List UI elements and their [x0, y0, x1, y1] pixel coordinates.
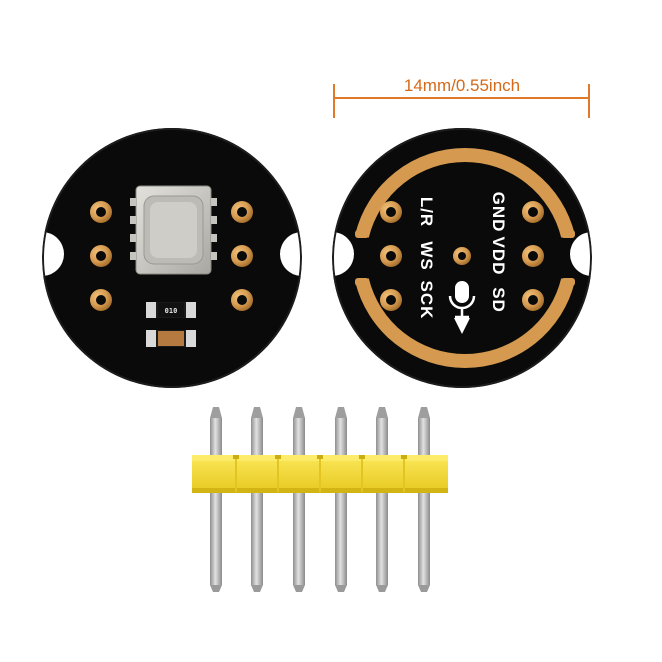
dimension-label: 14mm/0.55inch: [404, 76, 520, 95]
smd-capacitor: [146, 330, 196, 347]
pin-label-vdd: VDD: [489, 237, 508, 276]
resistor-code: 010: [165, 307, 178, 315]
pin-header: [192, 407, 448, 592]
header-pin: [210, 407, 222, 592]
header-pins: [210, 407, 430, 592]
pin-labels-left: L/R WS SCK: [417, 197, 436, 320]
dimension-marker: 14mm/0.55inch: [333, 76, 590, 118]
pin-label-sck: SCK: [417, 281, 436, 320]
microphone-icon: [448, 281, 476, 334]
header-pin: [251, 407, 263, 592]
header-pin: [335, 407, 347, 592]
pin-label-lr: L/R: [417, 197, 436, 227]
smd-resistor: 010: [146, 302, 196, 318]
header-pin: [418, 407, 430, 592]
header-plastic-body: [192, 455, 448, 493]
mems-microphone-sensor: [130, 185, 217, 275]
header-pin: [376, 407, 388, 592]
sound-port-hole: [453, 247, 471, 265]
back-pad-group: [380, 201, 544, 311]
pin-label-gnd: GND: [489, 192, 508, 233]
pin-label-ws: WS: [417, 241, 436, 270]
header-pin: [293, 407, 305, 592]
pin-labels-right: GND VDD SD: [489, 192, 508, 313]
front-pcb-board: 010: [42, 128, 302, 388]
front-pad-group: [90, 201, 253, 311]
pin-label-sd: SD: [489, 287, 508, 313]
ground-ring: [355, 148, 575, 368]
back-pcb-board: L/R WS SCK GND VDD SD: [332, 128, 592, 388]
